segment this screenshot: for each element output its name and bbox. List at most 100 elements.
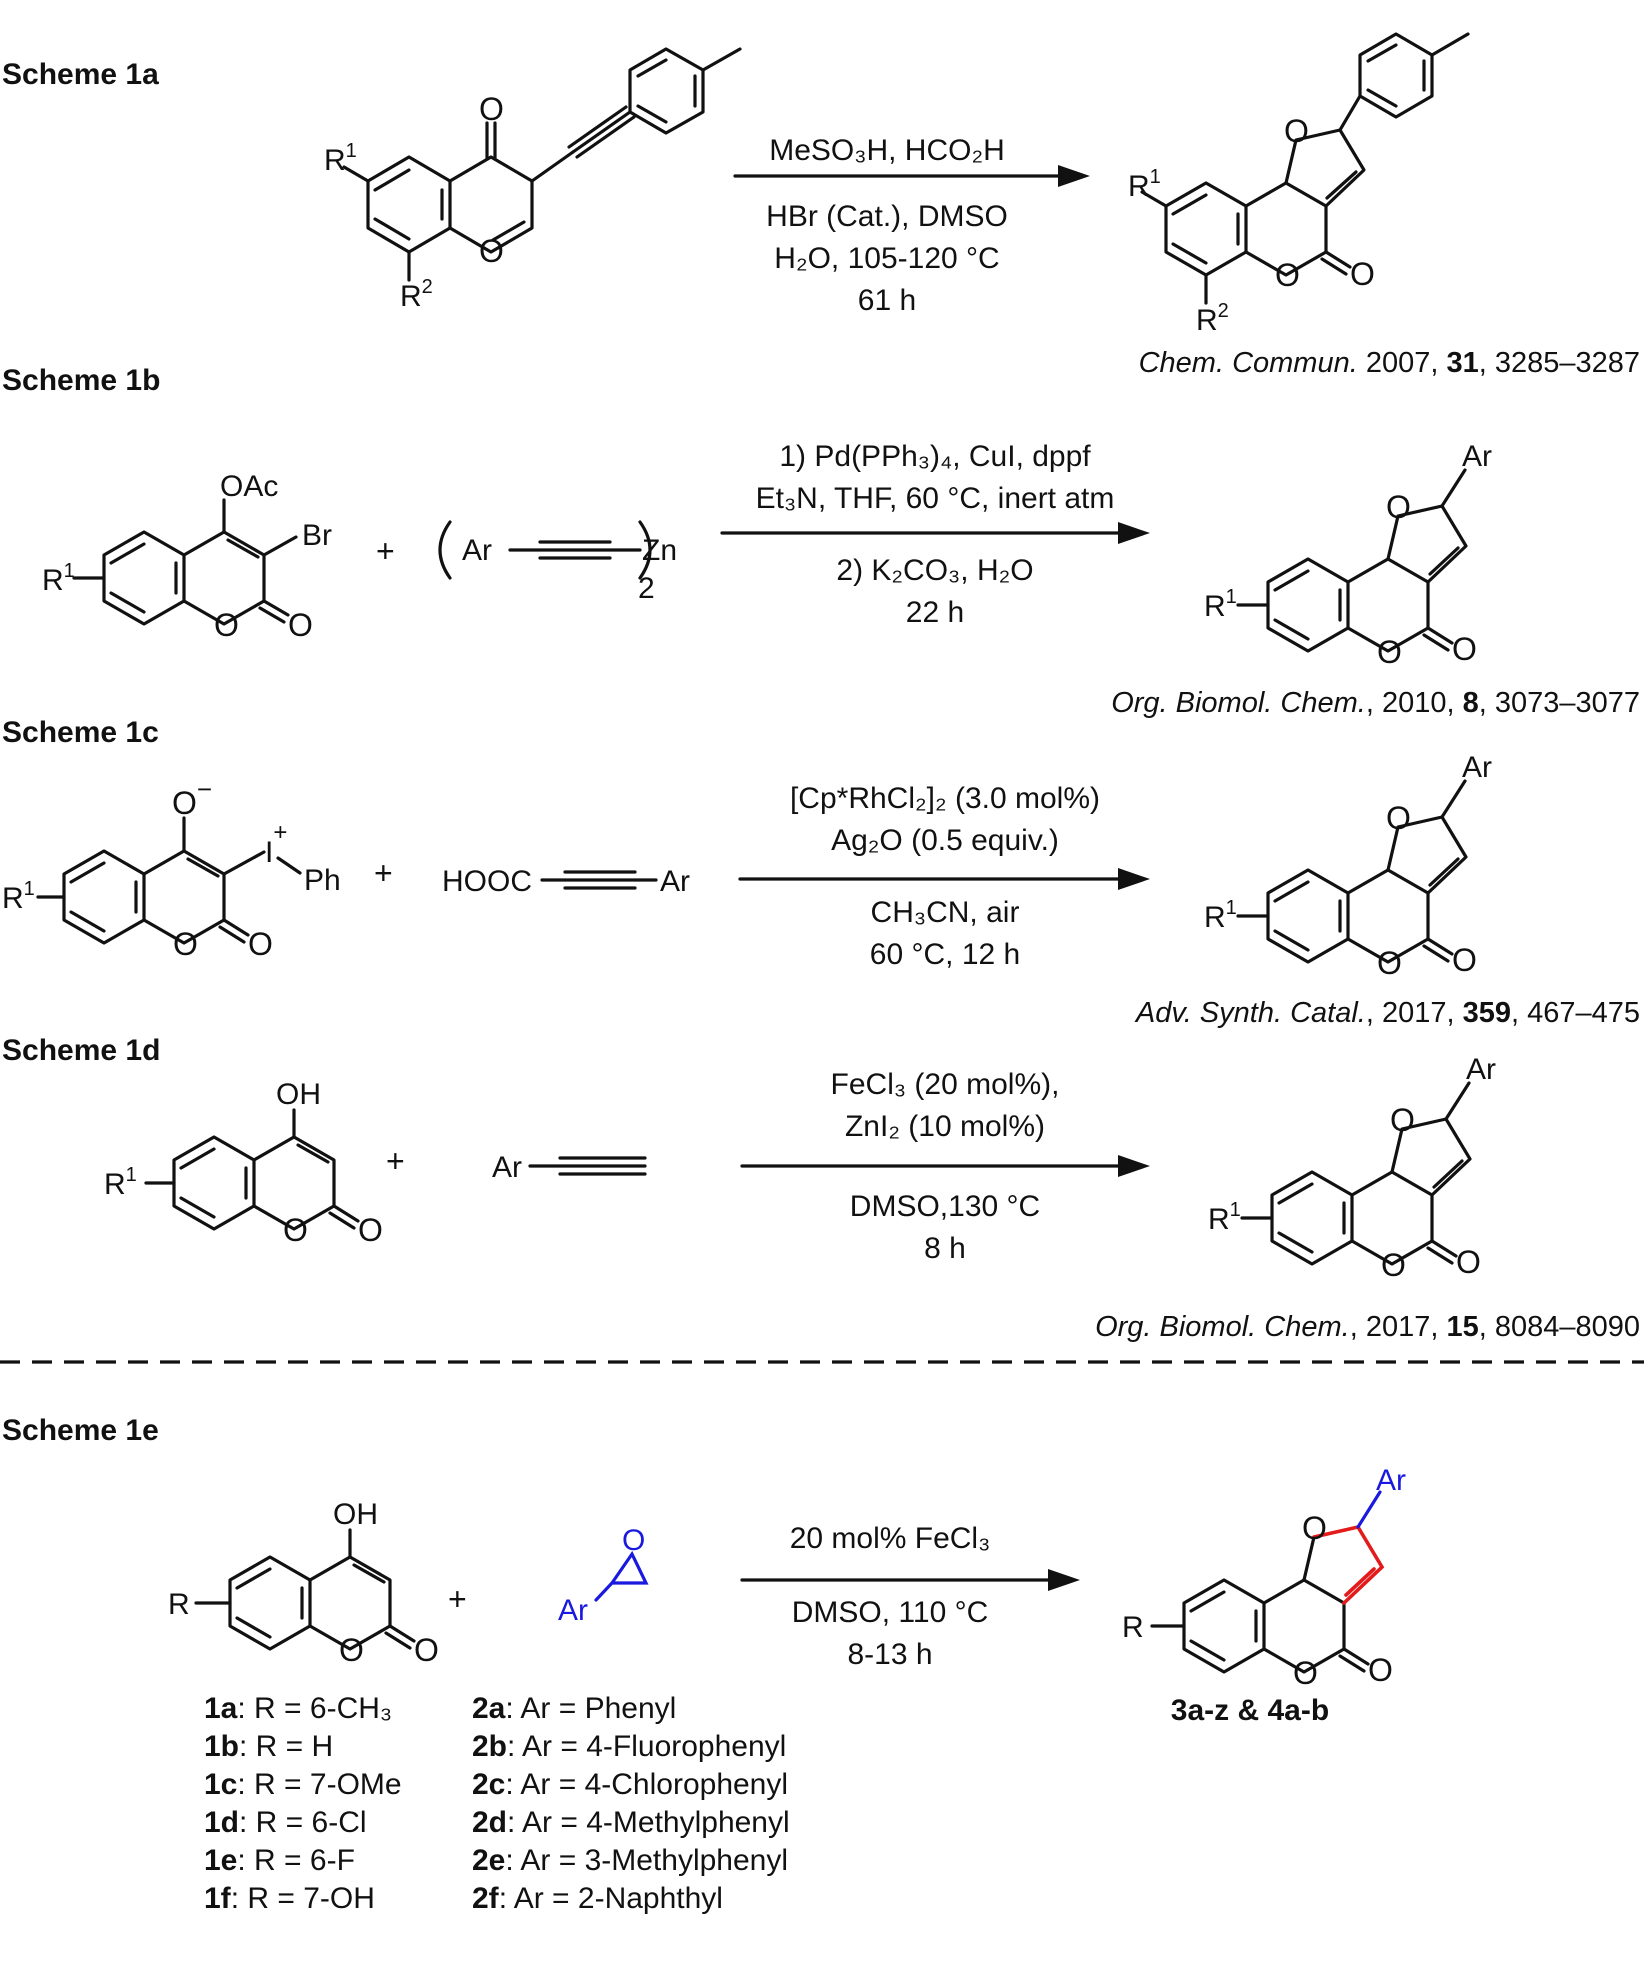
scheme-1b-reactant-coumarin: OAc Br O O R1 — [42, 470, 332, 643]
r1-label: R1 — [324, 140, 357, 177]
epoxide-entry-2e: 2e: Ar = 3-Methylphenyl — [472, 1844, 788, 1877]
epoxide-entry-2f: 2f: Ar = 2-Naphthyl — [472, 1882, 723, 1915]
carbonyl-o-label: O — [288, 607, 313, 643]
scheme-1e-arrowhead — [1048, 1569, 1080, 1591]
ar-label: Ar — [1376, 1464, 1406, 1497]
scheme-1d-condition-1: FeCl₃ (20 mol%), — [831, 1068, 1060, 1101]
ph-label: Ph — [304, 864, 341, 897]
r1-label: R1 — [42, 560, 75, 597]
scheme-1c-condition-1: [Cp*RhCl₂]₂ (3.0 mol%) — [790, 782, 1100, 815]
phenoxide-o-label: O− — [172, 774, 212, 821]
plus-sign: + — [376, 533, 395, 569]
epoxide-entry-2a: 2a: Ar = Phenyl — [472, 1692, 676, 1725]
epoxide-o-label: O — [622, 1524, 645, 1557]
furan-o-label: O — [1386, 800, 1411, 836]
scheme-1a-condition-4: 61 h — [858, 284, 916, 317]
r2-label: R2 — [400, 276, 433, 313]
scheme-1d-condition-4: 8 h — [924, 1232, 966, 1265]
scheme-1b-condition-2: Et₃N, THF, 60 °C, inert atm — [756, 482, 1115, 515]
coumarin-entry-1e: 1e: R = 6-F — [204, 1844, 355, 1877]
epoxide-entry-2c: 2c: Ar = 4-Chlorophenyl — [472, 1768, 788, 1801]
hooc-label: HOOC — [442, 865, 532, 898]
ar-label: Ar — [660, 865, 690, 898]
zn-label: Zn — [642, 534, 677, 567]
epoxide-substituent-list: 2a: Ar = Phenyl 2b: Ar = 4-Fluorophenyl 2c… — [472, 1692, 790, 1915]
scheme-1c-condition-2: Ag₂O (0.5 equiv.) — [831, 824, 1059, 857]
lactone-o-label: O — [339, 1632, 364, 1668]
furan-o-label: O — [1284, 113, 1309, 149]
plus-sign: + — [448, 1581, 467, 1617]
lactone-o-label: O — [1377, 945, 1402, 981]
ring-o-label: O — [479, 233, 504, 269]
r1-label: R1 — [1204, 586, 1237, 623]
scheme-1d-reactant-alkyne: Ar — [492, 1151, 647, 1184]
r1-label: R1 — [1204, 897, 1237, 934]
furan-o-label: O — [1302, 1510, 1327, 1546]
scheme-1e-header: Scheme 1e — [2, 1414, 159, 1447]
scheme-1a-condition-3: H₂O, 105-120 °C — [774, 242, 999, 275]
furan-o-label: O — [1386, 489, 1411, 525]
scheme-1a-product: O O O R1 R2 — [1128, 32, 1470, 337]
scheme-1b-header: Scheme 1b — [2, 364, 160, 397]
lactone-o-label: O — [1381, 1247, 1406, 1283]
epoxide-entry-2b: 2b: Ar = 4-Fluorophenyl — [472, 1730, 786, 1763]
scheme-1b-product: O Ar O O R1 — [1204, 440, 1492, 670]
scheme-1e-condition-2: DMSO, 110 °C — [792, 1596, 989, 1629]
scheme-1b-condition-4: 22 h — [906, 596, 964, 629]
scheme-1a-header: Scheme 1a — [2, 58, 159, 91]
br-label: Br — [302, 519, 332, 552]
r1-label: R1 — [1208, 1199, 1241, 1236]
carbonyl-o-label: O — [1452, 631, 1477, 667]
scheme-1d-condition-2: ZnI₂ (10 mol%) — [845, 1110, 1045, 1143]
carbonyl-o-label: O — [414, 1632, 439, 1668]
scheme-1c-condition-3: CH₃CN, air — [871, 896, 1020, 929]
epoxide-entry-2d: 2d: Ar = 4-Methylphenyl — [472, 1806, 790, 1839]
coumarin-entry-1d: 1d: R = 6-Cl — [204, 1806, 367, 1839]
coumarin-entry-1c: 1c: R = 7-OMe — [204, 1768, 402, 1801]
coumarin-entry-1f: 1f: R = 7-OH — [204, 1882, 375, 1915]
iodine-label: I+ — [265, 819, 287, 869]
ar-label: Ar — [462, 534, 492, 567]
r1-label: R1 — [1128, 166, 1161, 203]
oh-label: OH — [276, 1078, 321, 1111]
lactone-o-label: O — [1377, 634, 1402, 670]
carbonyl-o-label: O — [1368, 1652, 1393, 1688]
subscript-2: 2 — [638, 572, 655, 605]
carbonyl-o-label: O — [358, 1212, 383, 1248]
scheme-1a-reactant: R1 R2 O O — [324, 47, 742, 313]
scheme-1c-reference: Adv. Synth. Catal., 2017, 359, 467–475 — [1134, 997, 1640, 1029]
scheme-1d-product: O Ar O O R1 — [1208, 1053, 1496, 1283]
scheme-1e-condition-3: 8-13 h — [847, 1638, 932, 1671]
scheme-1c-condition-4: 60 °C, 12 h — [870, 938, 1020, 971]
r1-label: R1 — [2, 878, 35, 915]
ar-label: Ar — [558, 1594, 588, 1627]
scheme-1d-header: Scheme 1d — [2, 1034, 160, 1067]
r2-label: R2 — [1196, 300, 1229, 337]
ar-label: Ar — [1462, 751, 1492, 784]
scheme-1b-arrowhead — [1118, 522, 1150, 544]
ar-label: Ar — [1466, 1053, 1496, 1086]
scheme-1e-product: O Ar O O R — [1122, 1464, 1406, 1691]
lactone-o-label: O — [1293, 1655, 1318, 1691]
r-label: R — [1122, 1611, 1144, 1644]
carbonyl-o-label: O — [248, 926, 273, 962]
r-label: R — [168, 1588, 190, 1621]
coumarin-entry-1b: 1b: R = H — [204, 1730, 333, 1763]
oh-label: OH — [333, 1498, 378, 1531]
scheme-1b-reactant-zinc: Ar Zn 2 — [438, 520, 677, 605]
scheme-1e-reactant-hydroxycoumarin: OH O O R — [168, 1498, 439, 1668]
carbonyl-o-label: O — [1456, 1244, 1481, 1280]
scheme-1a-arrowhead — [1058, 165, 1090, 187]
lactone-o-label: O — [1275, 257, 1300, 293]
oac-label: OAc — [220, 470, 278, 503]
ar-label: Ar — [1462, 440, 1492, 473]
plus-sign: + — [386, 1143, 405, 1179]
scheme-1b-condition-1: 1) Pd(PPh₃)₄, CuI, dppf — [779, 440, 1091, 473]
carbonyl-o-label: O — [1452, 942, 1477, 978]
scheme-1c-product: O Ar O O R1 — [1204, 751, 1492, 981]
carbonyl-o-label: O — [479, 91, 504, 127]
scheme-1b-condition-3: 2) K₂CO₃, H₂O — [836, 554, 1033, 587]
scheme-1d-reference: Org. Biomol. Chem., 2017, 15, 8084–8090 — [1095, 1311, 1640, 1343]
furan-o-label: O — [1390, 1102, 1415, 1138]
